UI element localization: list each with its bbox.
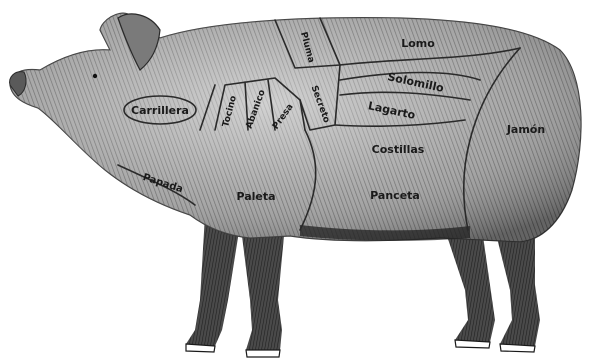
eye — [93, 74, 97, 78]
label-panceta: Panceta — [370, 189, 420, 202]
label-jamon: Jamón — [506, 123, 545, 136]
label-costillas: Costillas — [372, 143, 425, 156]
front-right-leg — [240, 220, 285, 350]
label-paleta: Paleta — [236, 190, 275, 203]
label-carrillera: Carrillera — [131, 104, 189, 117]
label-lomo: Lomo — [401, 37, 435, 50]
pig-body — [10, 13, 581, 242]
